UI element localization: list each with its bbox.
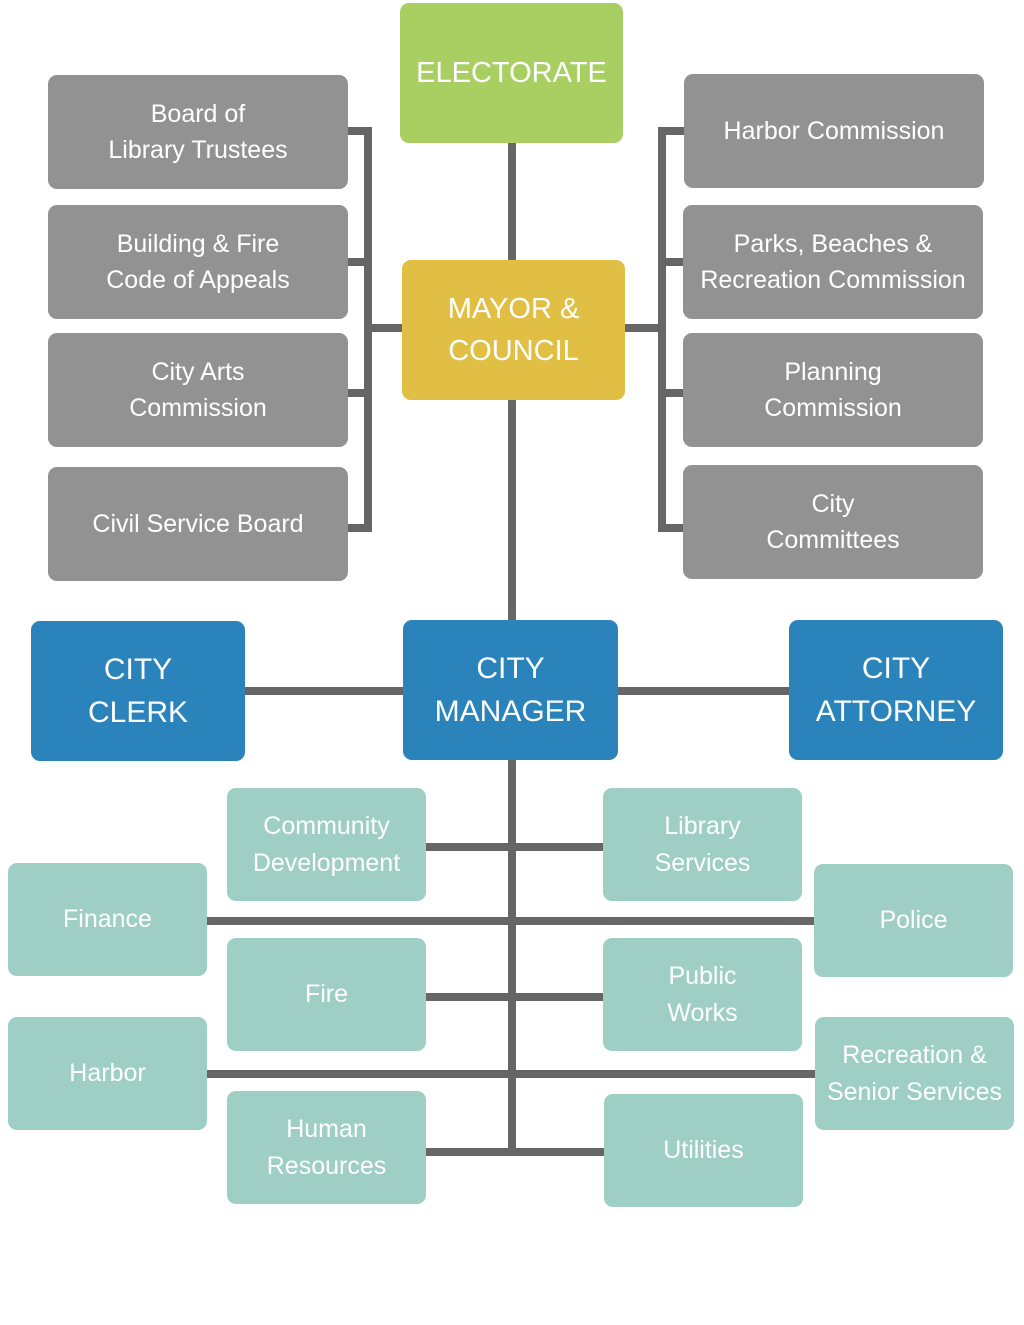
box-library-services: Library Services	[603, 788, 802, 901]
box-utilities: Utilities	[604, 1094, 803, 1207]
box-public-works: Public Works	[603, 938, 802, 1051]
box-city-attorney: CITY ATTORNEY	[789, 620, 1003, 760]
box-planning-commission: Planning Commission	[683, 333, 983, 447]
box-electorate: ELECTORATE	[400, 3, 623, 143]
box-harbor-commission: Harbor Commission	[684, 74, 984, 188]
box-city-arts-commission: City Arts Commission	[48, 333, 348, 447]
box-city-clerk: CITY CLERK	[31, 621, 245, 761]
box-library-trustees: Board of Library Trustees	[48, 75, 348, 189]
box-harbor: Harbor	[8, 1017, 207, 1130]
box-mayor-council: MAYOR & COUNCIL	[402, 260, 625, 400]
box-community-development: Community Development	[227, 788, 426, 901]
box-finance: Finance	[8, 863, 207, 976]
box-fire: Fire	[227, 938, 426, 1051]
box-building-fire-appeals: Building & Fire Code of Appeals	[48, 205, 348, 319]
box-human-resources: Human Resources	[227, 1091, 426, 1204]
box-city-committees: City Committees	[683, 465, 983, 579]
box-parks-recreation-commission: Parks, Beaches & Recreation Commission	[683, 205, 983, 319]
box-police: Police	[814, 864, 1013, 977]
box-city-manager: CITY MANAGER	[403, 620, 618, 760]
box-recreation-senior-services: Recreation & Senior Services	[815, 1017, 1014, 1130]
box-civil-service-board: Civil Service Board	[48, 467, 348, 581]
